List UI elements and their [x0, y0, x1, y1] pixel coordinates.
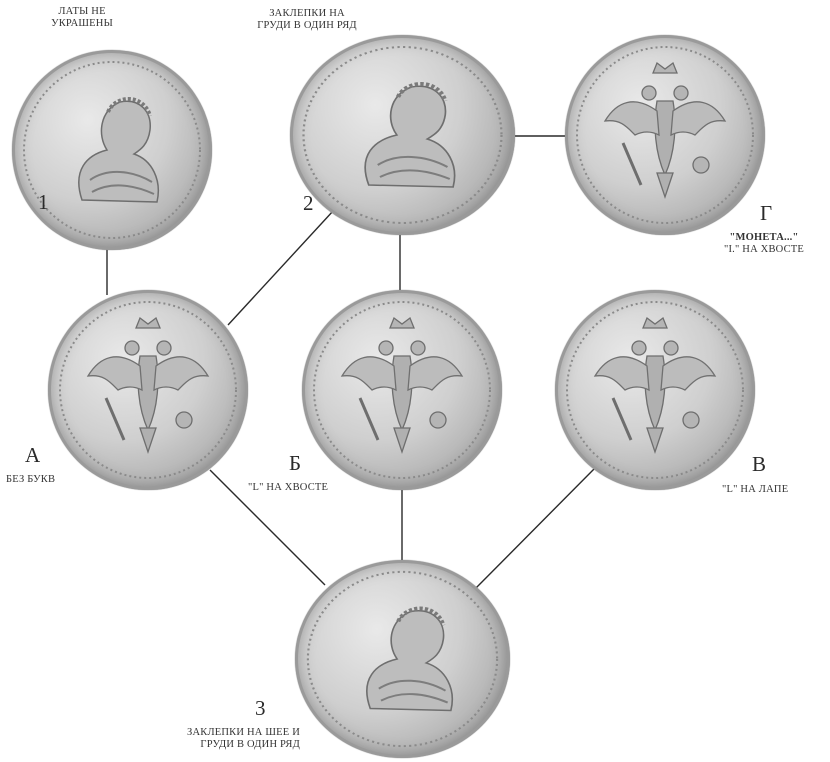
- coin-3-portrait: [295, 560, 510, 758]
- caption-line: "I." НА ХВОСТЕ: [700, 244, 828, 256]
- coin-1-portrait: [12, 50, 212, 250]
- coin-number-G: Г: [760, 201, 772, 226]
- caption-line: ЛАТЫ НЕ: [32, 6, 132, 18]
- caption-coin-3: ЗАКЛЕПКИ НА ШЕЕ И ГРУДИ В ОДИН РЯД: [150, 727, 300, 751]
- coin-2-portrait: [290, 35, 515, 235]
- coin-G-eagle: [565, 35, 765, 235]
- caption-line: ГРУДИ В ОДИН РЯД: [237, 20, 377, 32]
- coin-number-2: 2: [303, 191, 314, 216]
- coin-V-eagle: [555, 290, 755, 490]
- coin-number-V: В: [752, 452, 766, 477]
- caption-line: "МОНЕТА...": [700, 232, 828, 244]
- caption-coin-A: БЕЗ БУКВ: [6, 474, 96, 486]
- caption-line: УКРАШЕНЫ: [32, 18, 132, 30]
- caption-line: "L" НА ЛАПЕ: [722, 484, 822, 496]
- caption-line: ЗАКЛЕПКИ НА: [237, 8, 377, 20]
- caption-line: ГРУДИ В ОДИН РЯД: [150, 739, 300, 751]
- caption-coin-B: "L" НА ХВОСТЕ: [248, 482, 358, 494]
- caption-coin-1: ЛАТЫ НЕ УКРАШЕНЫ: [32, 6, 132, 30]
- coin-number-3: 3: [255, 696, 266, 721]
- caption-line: "L" НА ХВОСТЕ: [248, 482, 358, 494]
- coin-number-A: А: [25, 443, 40, 468]
- caption-line: ЗАКЛЕПКИ НА ШЕЕ И: [150, 727, 300, 739]
- caption-coin-V: "L" НА ЛАПЕ: [722, 484, 822, 496]
- caption-coin-G: "МОНЕТА..." "I." НА ХВОСТЕ: [700, 232, 828, 256]
- coin-number-1: 1: [38, 190, 49, 215]
- caption-line: БЕЗ БУКВ: [6, 474, 96, 486]
- caption-coin-2: ЗАКЛЕПКИ НА ГРУДИ В ОДИН РЯД: [237, 8, 377, 32]
- coin-B-eagle: [302, 290, 502, 490]
- coin-A-eagle: [48, 290, 248, 490]
- coin-number-B: Б: [289, 451, 301, 476]
